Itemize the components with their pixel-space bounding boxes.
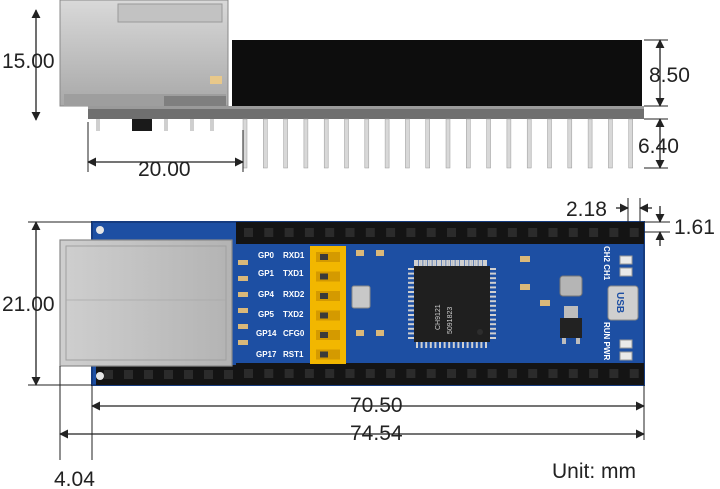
chip-date-code: 5091823	[447, 307, 454, 334]
top-view: GP0 GP1 GP4 GP5 GP14 GP17 RXD1 TXD1 RXD2…	[2, 198, 715, 489]
dim-pcb-length: 70.50	[350, 394, 403, 417]
silk-signal: RXD1	[283, 251, 305, 260]
dim-overall-length: 74.54	[350, 422, 403, 445]
dim-header-height: 8.50	[649, 64, 690, 87]
usb-port: USB	[607, 285, 639, 321]
chip-part-number: CH9121	[435, 304, 442, 330]
silk-signal: RXD2	[283, 290, 305, 299]
dim-pin-offset: 1.61	[674, 216, 715, 239]
unit-label: Unit: mm	[552, 460, 636, 483]
silk-gpio: GP17	[256, 350, 277, 359]
voltage-regulator	[559, 275, 583, 344]
dim-pin-length: 6.40	[638, 135, 679, 158]
rj45-jack-top	[59, 239, 233, 367]
header-pin-holes	[104, 228, 639, 379]
pin-header-side	[232, 40, 642, 108]
silk-gpio: GP5	[258, 310, 275, 319]
led-label-top: CH2 CH1	[602, 246, 611, 281]
dim-height-total: 15.00	[2, 50, 55, 73]
dim-pin-pitch: 2.18	[566, 198, 607, 221]
led-label-bottom: RUN PWR	[602, 322, 611, 360]
pin-header-top-row	[236, 222, 644, 244]
dim-board-width: 21.00	[2, 293, 55, 316]
jumper-switches	[310, 246, 346, 364]
silk-signal: CFG0	[283, 329, 305, 338]
ch9121-chip: CH9121 5091823	[408, 260, 496, 348]
pin-header-bottom-row	[236, 363, 644, 385]
silk-signal: RST1	[283, 350, 304, 359]
silk-gpio: GP1	[258, 269, 275, 278]
rj45-jack-side	[59, 0, 229, 107]
dim-jack-to-pins: 20.00	[138, 158, 191, 181]
header-pins-side	[242, 118, 633, 169]
silk-gpio: GP0	[258, 251, 275, 260]
silk-signal: TXD1	[283, 269, 304, 278]
usb-label: USB	[614, 292, 625, 313]
pcb-side	[88, 106, 644, 119]
silk-signal: TXD2	[283, 310, 304, 319]
status-leds: CH2 CH1 RUN PWR	[602, 246, 633, 361]
dim-jack-overhang: 4.04	[54, 468, 95, 489]
silk-gpio: GP14	[256, 329, 277, 338]
silk-gpio: GP4	[258, 290, 275, 299]
side-view: 15.00 8.50 6.40 20.00	[2, 0, 690, 181]
silkscreen-labels: GP0 GP1 GP4 GP5 GP14 GP17 RXD1 TXD1 RXD2…	[256, 251, 305, 359]
